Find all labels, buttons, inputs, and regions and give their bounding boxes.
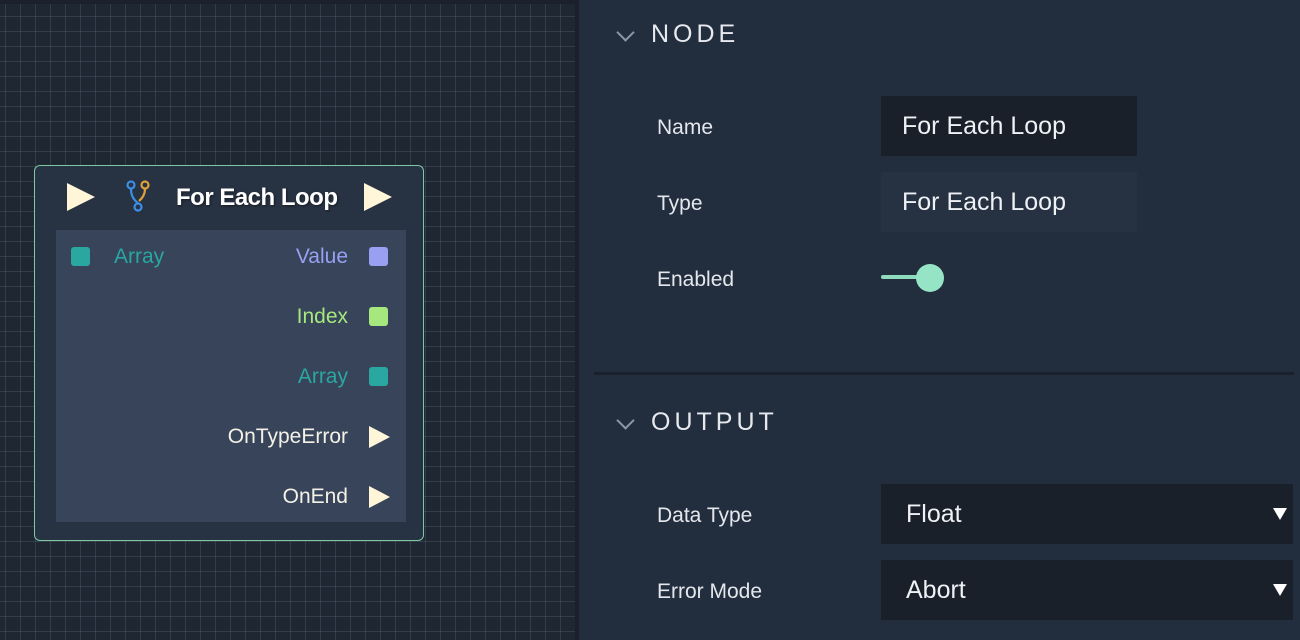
value-output-pin[interactable] <box>369 247 388 266</box>
index-output-label: Index <box>296 305 348 328</box>
array-output-label: Array <box>297 365 348 388</box>
onend-flow-pin[interactable] <box>369 486 390 508</box>
array-input-label: Array <box>114 245 165 268</box>
canvas-top-bar <box>0 0 575 4</box>
error-mode-select[interactable]: Abort <box>881 560 1293 620</box>
node-title: For Each Loop <box>176 184 338 211</box>
enabled-label: Enabled <box>657 268 735 291</box>
enabled-toggle-knob[interactable] <box>916 264 944 292</box>
data-type-value: Float <box>906 500 962 528</box>
branch-icon <box>126 180 150 212</box>
array-input-pin[interactable] <box>71 247 90 266</box>
enabled-toggle-track[interactable] <box>881 275 931 279</box>
graph-canvas[interactable]: For Each Loop Array Value Index Array <box>0 0 575 640</box>
output-section-title[interactable]: OUTPUT <box>651 408 778 436</box>
node-row-ontypeerror: OnTypeError <box>56 423 406 451</box>
onend-output-label: OnEnd <box>282 485 348 508</box>
error-mode-value: Abort <box>906 576 966 604</box>
value-output-label: Value <box>295 245 348 268</box>
type-field <box>881 172 1137 232</box>
section-divider <box>594 372 1294 375</box>
node-section-chevron-icon[interactable] <box>616 23 635 42</box>
name-input[interactable] <box>881 96 1137 156</box>
node-row-array-value: Array Value <box>56 243 406 271</box>
properties-panel: NODE Name Type Enabled OUTPUT Data Type … <box>579 0 1300 640</box>
node-row-index: Index <box>56 303 406 331</box>
data-type-select[interactable]: Float <box>881 484 1293 544</box>
node-body: Array Value Index Array OnTypeError OnEn <box>56 230 406 522</box>
node-header[interactable]: For Each Loop <box>35 166 423 230</box>
node-section-title[interactable]: NODE <box>651 20 740 48</box>
for-each-loop-node[interactable]: For Each Loop Array Value Index Array <box>34 165 424 541</box>
name-label: Name <box>657 116 714 139</box>
output-section-chevron-icon[interactable] <box>616 411 635 430</box>
index-output-pin[interactable] <box>369 307 388 326</box>
ontypeerror-output-label: OnTypeError <box>227 425 348 448</box>
flow-input-pin[interactable] <box>67 183 95 211</box>
node-row-onend: OnEnd <box>56 483 406 511</box>
error-mode-caret-icon[interactable] <box>1273 584 1287 596</box>
node-row-array-out: Array <box>56 363 406 391</box>
flow-output-pin[interactable] <box>364 183 392 211</box>
array-output-pin[interactable] <box>369 367 388 386</box>
error-mode-label: Error Mode <box>657 580 763 603</box>
data-type-caret-icon[interactable] <box>1273 508 1287 520</box>
data-type-label: Data Type <box>657 504 753 527</box>
panel-divider[interactable] <box>575 0 579 640</box>
type-label: Type <box>657 192 703 215</box>
ontypeerror-flow-pin[interactable] <box>369 426 390 448</box>
